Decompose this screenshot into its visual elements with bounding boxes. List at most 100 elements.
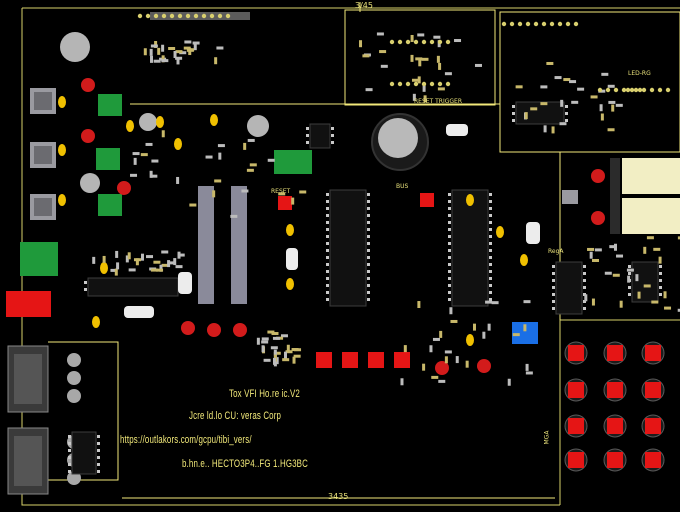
expansion-ic-pin [489,263,492,266]
smd-part-2 [554,76,562,80]
microcontroller-ic-pin [367,221,370,224]
driver-ic-pin [583,279,586,282]
pad-5 [641,87,647,93]
smd-part-6 [140,253,144,261]
keypad-button-5 [645,382,661,398]
smd-part-4 [422,363,426,371]
tantalum-cap-9 [520,254,528,266]
pin-header-left [198,186,214,304]
expansion-ic-pin [448,207,451,210]
microcontroller-ic-pin [367,284,370,287]
green-terminal-wide [274,150,312,174]
crystal-ic-pin [306,127,309,130]
smd-part-1 [362,54,370,58]
db9-connector-top-screw [67,389,81,403]
microcontroller-ic-pin [326,235,329,238]
smd-part-7 [273,349,277,357]
smd-part-3 [278,192,286,196]
smd-part-3 [249,163,257,167]
smd-part-5 [646,236,654,240]
pad-2 [445,81,451,87]
db9-connector-top-face [14,354,42,404]
expansion-ic-pin [448,270,451,273]
smd-part-0 [193,43,197,51]
smd-part-1 [417,33,425,37]
pad-4 [613,87,619,93]
smd-part-6 [161,263,169,267]
pad-3 [533,21,539,27]
smd-part-7 [275,357,279,365]
smd-part-5 [643,246,647,254]
pad-1 [405,39,411,45]
smd-part-3 [132,152,140,156]
smd-part-5 [677,308,680,312]
silk-box-top [344,9,496,106]
smd-part-4 [465,360,469,368]
smd-part-4 [431,375,439,379]
tantalum-cap-14 [466,194,474,206]
white-component-0 [446,124,468,136]
smd-part-0 [153,59,161,63]
top-dimension-label: 3/45 [355,1,373,10]
smd-part-1 [418,59,422,67]
microcontroller-ic-pin [367,263,370,266]
pad-3 [541,21,547,27]
smd-part-7 [270,346,278,350]
pad-3 [509,21,515,27]
top-header [150,12,250,20]
smd-part-6 [92,256,96,264]
smd-part-2 [546,61,554,65]
smd-part-6 [177,253,185,257]
smd-part-1 [365,88,373,92]
keypad-button-8 [645,418,661,434]
expansion-ic-pin [489,214,492,217]
pad-0 [161,13,167,19]
tantalum-cap-4 [92,316,100,328]
pad-2 [421,81,427,87]
driver-ic-pin [583,265,586,268]
smd-part-1 [444,72,452,76]
driver-ic-pin [552,272,555,275]
smd-part-2 [543,125,547,133]
smd-part-0 [161,55,165,63]
smd-part-6 [135,258,139,266]
smd-part-0 [184,40,192,44]
microcontroller-ic-pin [367,256,370,259]
microcontroller-ic-pin [326,193,329,196]
tantalum-cap-11 [156,116,164,128]
pad-3 [501,21,507,27]
smd-part-2 [600,113,604,121]
driver-ic-pin [583,307,586,310]
reset-button [278,196,292,210]
crystal-ic-pin [331,141,334,144]
smd-part-6 [115,250,119,258]
microcontroller-ic-pin [326,256,329,259]
uart-ic-pin [97,463,100,466]
smd-part-2 [590,95,598,99]
db9-connector-top-screw [67,353,81,367]
smd-part-7 [283,351,287,359]
green-terminal-2 [98,194,122,216]
sensor-part [562,190,578,204]
tantalum-cap-0 [58,96,66,108]
smd-part-5 [643,284,651,288]
smd-part-2 [607,84,615,88]
electrolytic-cap-2 [247,115,269,137]
pad-1 [413,39,419,45]
smd-part-3 [145,142,153,146]
smd-part-5 [663,291,667,299]
pad-0 [185,13,191,19]
power-terminal [20,242,58,276]
smd-part-3 [205,155,213,159]
microcontroller-ic-pin [326,207,329,210]
smd-part-5 [627,275,631,283]
driver-ic-pin [583,286,586,289]
smd-part-0 [150,44,158,48]
driver-ic-pin [552,293,555,296]
led-2 [117,181,131,195]
driver-ic-2-pin [628,272,631,275]
smd-part-4 [472,323,476,331]
expansion-ic-pin [448,291,451,294]
keypad-button-4 [607,382,623,398]
crystal-ic [309,123,331,149]
